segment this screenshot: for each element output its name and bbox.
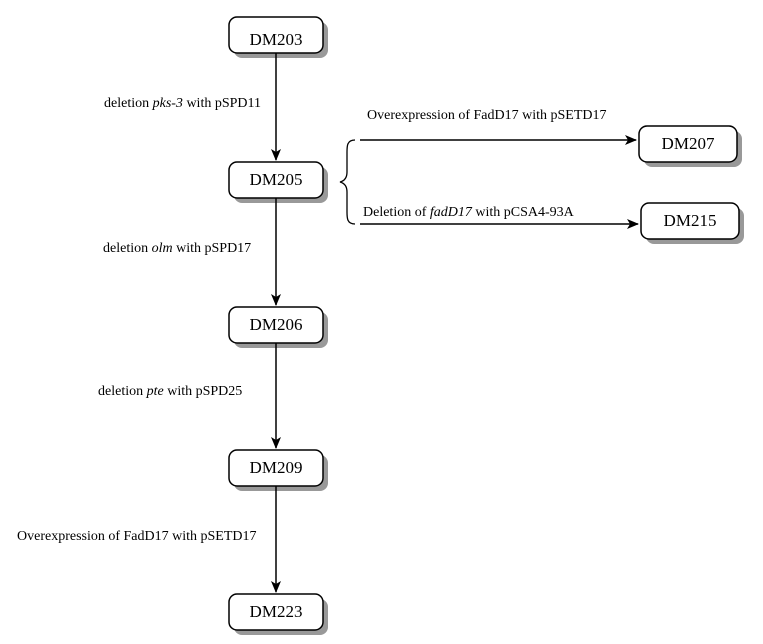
node-label-dm209: DM209 [250,458,303,477]
node-dm203: DM203 [228,16,328,58]
node-dm207: DM207 [638,125,742,167]
node-dm205: DM205 [228,161,328,203]
edge-label-dm209-dm223: Overexpression of FadD17 with pSETD17 [17,529,257,544]
edge-label-dm203-dm205: deletion pks-3 with pSPD11 [104,96,261,111]
node-dm215: DM215 [640,202,744,244]
node-dm206: DM206 [228,306,328,348]
node-label-dm207: DM207 [662,134,715,153]
edge-label-dm205-dm207: Overexpression of FadD17 with pSETD17 [367,108,607,123]
node-label-dm206: DM206 [250,315,303,334]
node-label-dm205: DM205 [250,170,303,189]
node-label-dm223: DM223 [250,602,303,621]
node-label-dm203: DM203 [250,30,303,49]
branch-brace [339,139,356,225]
edge-label-dm205-dm206: deletion olm with pSPD17 [103,241,251,256]
edge-label-dm205-dm215: Deletion of fadD17 with pCSA4-93A [363,205,575,220]
node-label-dm215: DM215 [664,211,717,230]
node-dm209: DM209 [228,449,328,491]
node-dm223: DM223 [228,593,328,635]
edge-label-dm206-dm209: deletion pte with pSPD25 [98,384,242,399]
